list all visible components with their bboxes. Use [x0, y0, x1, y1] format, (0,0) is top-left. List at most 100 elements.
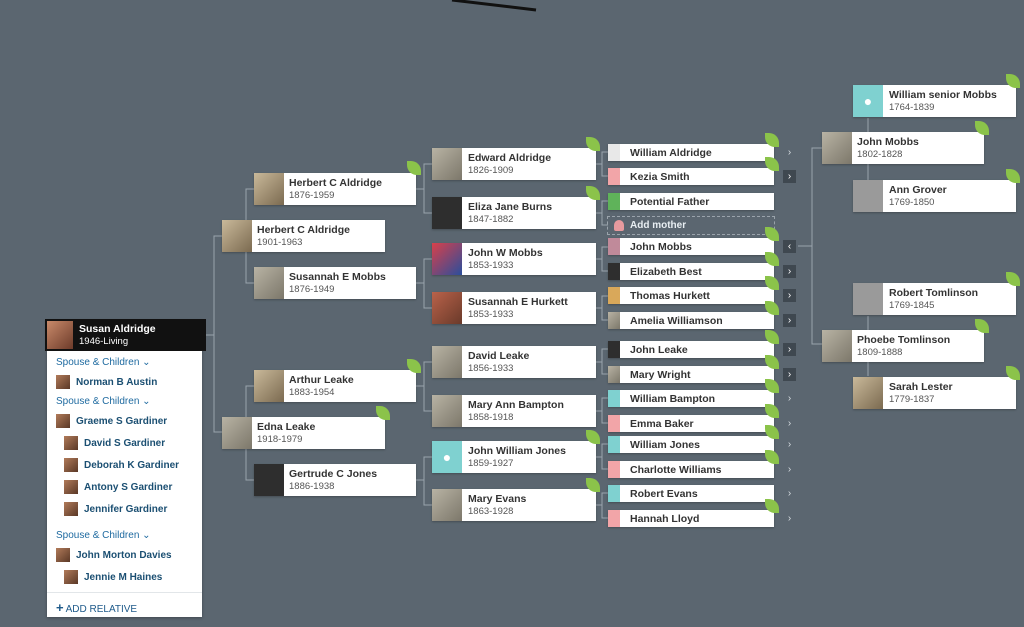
hint-leaf-icon[interactable]	[1006, 272, 1020, 286]
hint-leaf-icon[interactable]	[765, 379, 779, 393]
person-card[interactable]: Mary Wright	[608, 366, 774, 383]
chevron-right-icon[interactable]: ›	[787, 418, 792, 429]
hint-leaf-icon[interactable]	[765, 355, 779, 369]
person-card[interactable]: Edna Leake 1918-1979	[222, 417, 385, 449]
hint-leaf-icon[interactable]	[586, 478, 600, 492]
child-link[interactable]: David S Gardiner	[84, 438, 166, 449]
hint-leaf-icon[interactable]	[407, 161, 421, 175]
person-name: Edward Aldridge	[468, 152, 552, 164]
hint-leaf-icon[interactable]	[1006, 169, 1020, 183]
person-card[interactable]: Susannah E Mobbs 1876-1949	[254, 267, 416, 299]
person-card[interactable]: Charlotte Williams	[608, 461, 774, 478]
person-card[interactable]: ● William senior Mobbs 1764-1839	[853, 85, 1016, 117]
person-card[interactable]: ● John William Jones 1859-1927	[432, 441, 596, 473]
person-card[interactable]: Arthur Leake 1883-1954	[254, 370, 416, 402]
person-card[interactable]: Susannah E Hurkett 1853-1933	[432, 292, 596, 324]
hint-leaf-icon[interactable]	[765, 301, 779, 315]
person-card[interactable]: John Mobbs 1802-1828	[822, 132, 984, 164]
hint-leaf-icon[interactable]	[765, 404, 779, 418]
person-card[interactable]: Robert Evans	[608, 485, 774, 502]
child-link[interactable]: Jennie M Haines	[84, 572, 163, 583]
person-card[interactable]: Mary Evans 1863-1928	[432, 489, 596, 521]
person-card[interactable]: Phoebe Tomlinson 1809-1888	[822, 330, 984, 362]
person-card[interactable]: Gertrude C Jones 1886-1938	[254, 464, 416, 496]
person-card[interactable]: Kezia Smith	[608, 168, 774, 185]
person-name: Herbert C Aldridge	[289, 177, 382, 189]
hint-leaf-icon[interactable]	[765, 499, 779, 513]
person-dates: 1853-1933	[468, 260, 514, 271]
spouse-link-1[interactable]: Norman B Austin	[76, 377, 158, 388]
child-link[interactable]: Deborah K Gardiner	[84, 460, 180, 471]
chevron-right-icon[interactable]: ›	[783, 343, 796, 356]
person-card[interactable]: Ann Grover 1769-1850	[853, 180, 1016, 212]
person-dates: 1863-1928	[468, 506, 514, 517]
person-name: Susannah E Mobbs	[289, 271, 386, 283]
chevron-right-icon[interactable]: ›	[787, 464, 792, 475]
hint-leaf-icon[interactable]	[765, 330, 779, 344]
chevron-right-icon[interactable]: ›	[783, 170, 796, 183]
person-card[interactable]: John Mobbs	[608, 238, 774, 255]
person-card[interactable]: David Leake 1856-1933	[432, 346, 596, 378]
person-card[interactable]: John Leake	[608, 341, 774, 358]
person-name: Kezia Smith	[630, 171, 690, 183]
person-card[interactable]: Herbert C Aldridge 1876-1959	[254, 173, 416, 205]
person-card[interactable]: Sarah Lester 1779-1837	[853, 377, 1016, 409]
hint-leaf-icon[interactable]	[586, 186, 600, 200]
hint-leaf-icon[interactable]	[765, 227, 779, 241]
person-card[interactable]: Mary Ann Bampton 1858-1918	[432, 395, 596, 427]
person-card[interactable]: Thomas Hurkett	[608, 287, 774, 304]
spouse-link-2[interactable]: Graeme S Gardiner	[76, 416, 168, 427]
hint-leaf-icon[interactable]	[586, 430, 600, 444]
person-card[interactable]: Emma Baker	[608, 415, 774, 432]
person-dates: 1876-1959	[289, 190, 335, 201]
chevron-right-icon[interactable]: ›	[787, 513, 792, 524]
hint-leaf-icon[interactable]	[1006, 366, 1020, 380]
root-person-card[interactable]: Susan Aldridge 1946-Living	[45, 319, 206, 351]
hint-leaf-icon[interactable]	[975, 319, 989, 333]
chevron-right-icon[interactable]: ›	[787, 488, 792, 499]
person-card[interactable]: Robert Tomlinson 1769-1845	[853, 283, 1016, 315]
spouse-children-toggle-2[interactable]: Spouse & Children ⌄	[56, 396, 151, 407]
person-photo	[254, 267, 284, 299]
person-card[interactable]: Eliza Jane Burns 1847-1882	[432, 197, 596, 229]
person-card[interactable]: Elizabeth Best	[608, 263, 774, 280]
person-name: Amelia Williamson	[630, 315, 723, 327]
hint-leaf-icon[interactable]	[765, 276, 779, 290]
person-card[interactable]: Edward Aldridge 1826-1909	[432, 148, 596, 180]
hint-leaf-icon[interactable]	[765, 450, 779, 464]
chevron-right-icon[interactable]: ›	[787, 147, 792, 158]
person-silhouette-icon	[614, 220, 624, 231]
hint-leaf-icon[interactable]	[765, 425, 779, 439]
chevron-right-icon[interactable]: ›	[783, 265, 796, 278]
chevron-right-icon[interactable]: ›	[783, 368, 796, 381]
person-card[interactable]: William Jones	[608, 436, 774, 453]
hint-leaf-icon[interactable]	[376, 406, 390, 420]
person-card[interactable]: Amelia Williamson	[608, 312, 774, 329]
spouse-children-toggle-3[interactable]: Spouse & Children ⌄	[56, 530, 151, 541]
chevron-right-icon[interactable]: ›	[787, 439, 792, 450]
child-link[interactable]: Antony S Gardiner	[84, 482, 173, 493]
hint-leaf-icon[interactable]	[407, 359, 421, 373]
hint-leaf-icon[interactable]	[765, 133, 779, 147]
add-mother-button[interactable]: Add mother	[607, 216, 775, 235]
person-card[interactable]: Hannah Lloyd	[608, 510, 774, 527]
add-relative-button[interactable]: +ADD RELATIVE	[56, 600, 137, 615]
spouse-children-toggle-1[interactable]: Spouse & Children ⌄	[56, 357, 151, 368]
hint-leaf-icon[interactable]	[765, 157, 779, 171]
chevron-left-icon[interactable]: ‹	[783, 240, 796, 253]
child-link[interactable]: Jennifer Gardiner	[84, 504, 168, 515]
person-card[interactable]: Herbert C Aldridge 1901-1963	[222, 220, 385, 252]
hint-leaf-icon[interactable]	[975, 121, 989, 135]
person-card[interactable]: William Bampton	[608, 390, 774, 407]
chevron-right-icon[interactable]: ›	[787, 393, 792, 404]
hint-leaf-icon[interactable]	[1006, 74, 1020, 88]
person-photo	[608, 341, 620, 358]
spouse-link-3[interactable]: John Morton Davies	[76, 550, 172, 561]
person-card[interactable]: John W Mobbs 1853-1933	[432, 243, 596, 275]
hint-leaf-icon[interactable]	[586, 137, 600, 151]
chevron-right-icon[interactable]: ›	[783, 289, 796, 302]
person-card[interactable]: Potential Father	[608, 193, 774, 210]
hint-leaf-icon[interactable]	[765, 252, 779, 266]
chevron-right-icon[interactable]: ›	[783, 314, 796, 327]
person-card[interactable]: William Aldridge	[608, 144, 774, 161]
